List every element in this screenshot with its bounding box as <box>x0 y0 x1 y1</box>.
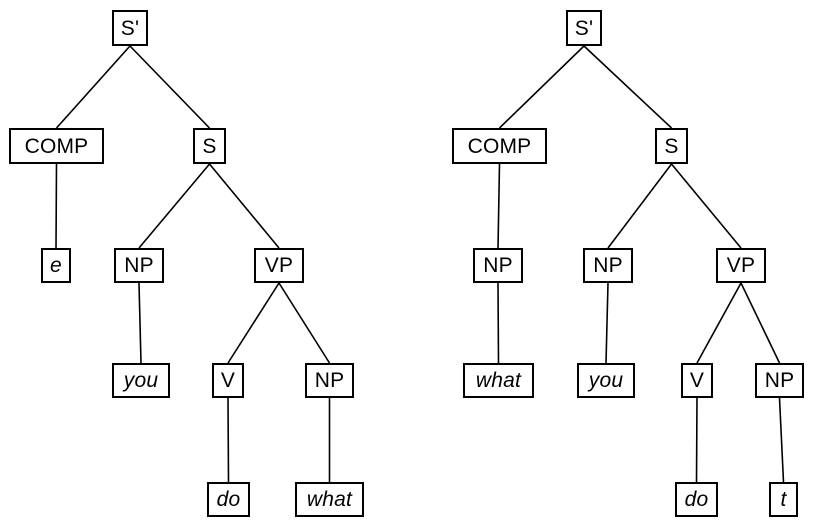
tree-edge-l-vp-to-l-v <box>227 282 280 364</box>
tree-edge-r-s-to-r-vp <box>670 163 742 249</box>
tree-edge-l-s-to-l-np1 <box>138 163 211 249</box>
tree-node-l-what: what <box>295 482 364 517</box>
tree-node-r-v: V <box>681 363 713 398</box>
tree-node-r-np0: NP <box>473 248 523 283</box>
tree-edge-r-vp-to-r-v <box>696 282 742 364</box>
tree-edge-l-comp-to-l-e <box>55 163 58 249</box>
tree-node-l-v: V <box>212 363 244 398</box>
tree-edge-l-vp-to-l-np2 <box>278 282 331 364</box>
tree-edge-l-sbar-to-l-s <box>129 45 211 129</box>
tree-node-r-np2: NP <box>755 363 804 398</box>
tree-edge-l-v-to-l-do <box>227 397 230 483</box>
tree-node-r-sbar: S' <box>566 10 602 46</box>
tree-node-l-comp: COMP <box>9 128 104 164</box>
tree-node-l-np2: NP <box>305 363 354 398</box>
tree-node-l-vp: VP <box>254 248 304 283</box>
tree-edge-r-vp-to-r-np2 <box>740 282 781 364</box>
tree-node-r-vp: VP <box>716 248 766 283</box>
tree-edge-r-sbar-to-r-comp <box>498 45 585 129</box>
tree-edge-r-comp-to-r-np0 <box>497 163 501 249</box>
tree-node-r-np1: NP <box>583 248 633 283</box>
tree-edge-r-s-to-r-np1 <box>607 163 673 249</box>
tree-edge-r-sbar-to-r-s <box>583 45 673 129</box>
tree-node-r-what: what <box>463 363 534 398</box>
tree-node-l-e: e <box>41 248 71 283</box>
tree-node-r-t: t <box>769 482 798 517</box>
tree-node-l-s: S <box>193 128 226 164</box>
tree-edge-r-v-to-r-do <box>695 397 698 483</box>
tree-edge-r-np2-to-r-t <box>778 397 785 483</box>
tree-edge-l-s-to-l-vp <box>208 163 280 249</box>
tree-node-l-sbar: S' <box>112 10 148 46</box>
tree-node-l-do: do <box>207 482 250 517</box>
tree-node-l-you: you <box>112 363 170 398</box>
tree-node-l-np1: NP <box>114 248 164 283</box>
tree-node-r-s: S <box>655 128 688 164</box>
tree-edge-r-np0-to-r-what <box>497 282 500 364</box>
tree-edge-l-np1-to-l-you <box>138 282 142 364</box>
tree-node-r-do: do <box>675 482 718 517</box>
tree-node-r-comp: COMP <box>452 128 547 164</box>
tree-edge-r-np1-to-r-you <box>605 282 609 364</box>
tree-edge-l-sbar-to-l-comp <box>55 45 131 129</box>
tree-node-r-you: you <box>577 363 635 398</box>
